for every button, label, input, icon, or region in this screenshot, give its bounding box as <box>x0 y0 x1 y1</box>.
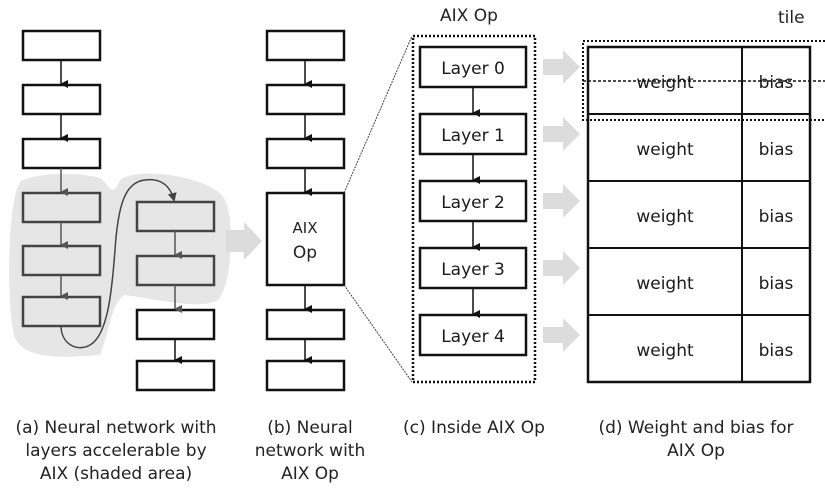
layer-box-accelerable <box>21 244 102 277</box>
layer-box <box>418 179 528 223</box>
caption-line: AIX Op <box>281 464 339 484</box>
layer-label: Layer 4 <box>441 327 505 347</box>
layer-box <box>135 359 216 392</box>
caption-d: (d) Weight and bias for AIX Op <box>578 417 814 463</box>
layer-label: Layer 3 <box>441 260 505 280</box>
weight-cell: weight <box>636 341 694 361</box>
tile-label: tile <box>778 8 805 28</box>
caption-line: (d) Weight and bias for <box>598 418 794 438</box>
caption-line: (b) Neural <box>267 418 353 438</box>
mapping-arrow <box>543 117 580 151</box>
caption-line: (a) Neural network with <box>15 418 217 438</box>
layer-box <box>265 359 346 392</box>
caption-line: network with <box>254 441 366 461</box>
layer-box <box>21 83 102 116</box>
layer-box <box>418 112 528 156</box>
mapping-arrows <box>543 50 580 352</box>
aix-op-label-line2: Op <box>293 243 317 263</box>
mapping-arrow <box>543 318 580 352</box>
layer-box-accelerable <box>21 191 102 224</box>
panel-a-left-column <box>21 29 102 328</box>
layer-box <box>21 29 102 62</box>
weight-cell: weight <box>636 274 694 294</box>
layer-box-accelerable <box>21 295 102 328</box>
caption-line: AIX Op <box>667 441 725 461</box>
zoom-line-top <box>343 35 413 194</box>
layer-box <box>418 45 528 89</box>
panel-c-layers: Layer 0 Layer 1 Layer 2 Layer 3 Layer 4 <box>418 45 528 357</box>
bias-cell: bias <box>759 140 794 160</box>
aix-op-title: AIX Op <box>440 6 498 26</box>
aix-op-label-line1: AIX <box>293 219 318 237</box>
layer-label: Layer 1 <box>441 126 505 146</box>
layer-box <box>265 29 346 62</box>
caption-line: (c) Inside AIX Op <box>403 418 545 438</box>
aix-op-frame <box>411 34 537 384</box>
layer-label: Layer 0 <box>441 59 505 79</box>
layer-box <box>265 83 346 116</box>
layer-box <box>265 137 346 170</box>
layer-box <box>265 308 346 341</box>
weight-cell: weight <box>636 207 694 227</box>
mapping-arrow <box>543 251 580 285</box>
weight-cell: weight <box>636 140 694 160</box>
layer-box <box>21 137 102 170</box>
layer-box <box>418 313 528 357</box>
caption-line: AIX (shaded area) <box>39 464 193 484</box>
weight-bias-table: weight bias weight bias weight bias weig… <box>586 45 812 384</box>
layer-box-accelerable <box>135 200 216 233</box>
caption-a: (a) Neural network with layers accelerab… <box>0 417 232 486</box>
bias-cell: bias <box>759 274 794 294</box>
zoom-line-bottom <box>343 284 413 383</box>
aix-op-box <box>265 191 346 287</box>
mapping-arrow <box>543 184 580 218</box>
panel-b-network: AIX Op <box>265 29 346 392</box>
layer-box-accelerable <box>135 254 216 287</box>
curved-connector <box>60 178 177 349</box>
panel-a-right-column <box>135 200 216 392</box>
bias-cell: bias <box>759 73 794 93</box>
transform-arrow <box>226 222 262 260</box>
caption-b: (b) Neural network with AIX Op <box>244 417 376 486</box>
weight-cell: weight <box>636 73 694 93</box>
bias-cell: bias <box>759 341 794 361</box>
layer-label: Layer 2 <box>441 193 505 213</box>
caption-line: layers accelerable by <box>25 441 207 461</box>
mapping-arrow <box>543 50 580 84</box>
layer-box <box>135 308 216 341</box>
bias-cell: bias <box>759 207 794 227</box>
caption-c: (c) Inside AIX Op <box>388 417 560 440</box>
tile-outline <box>582 40 825 121</box>
